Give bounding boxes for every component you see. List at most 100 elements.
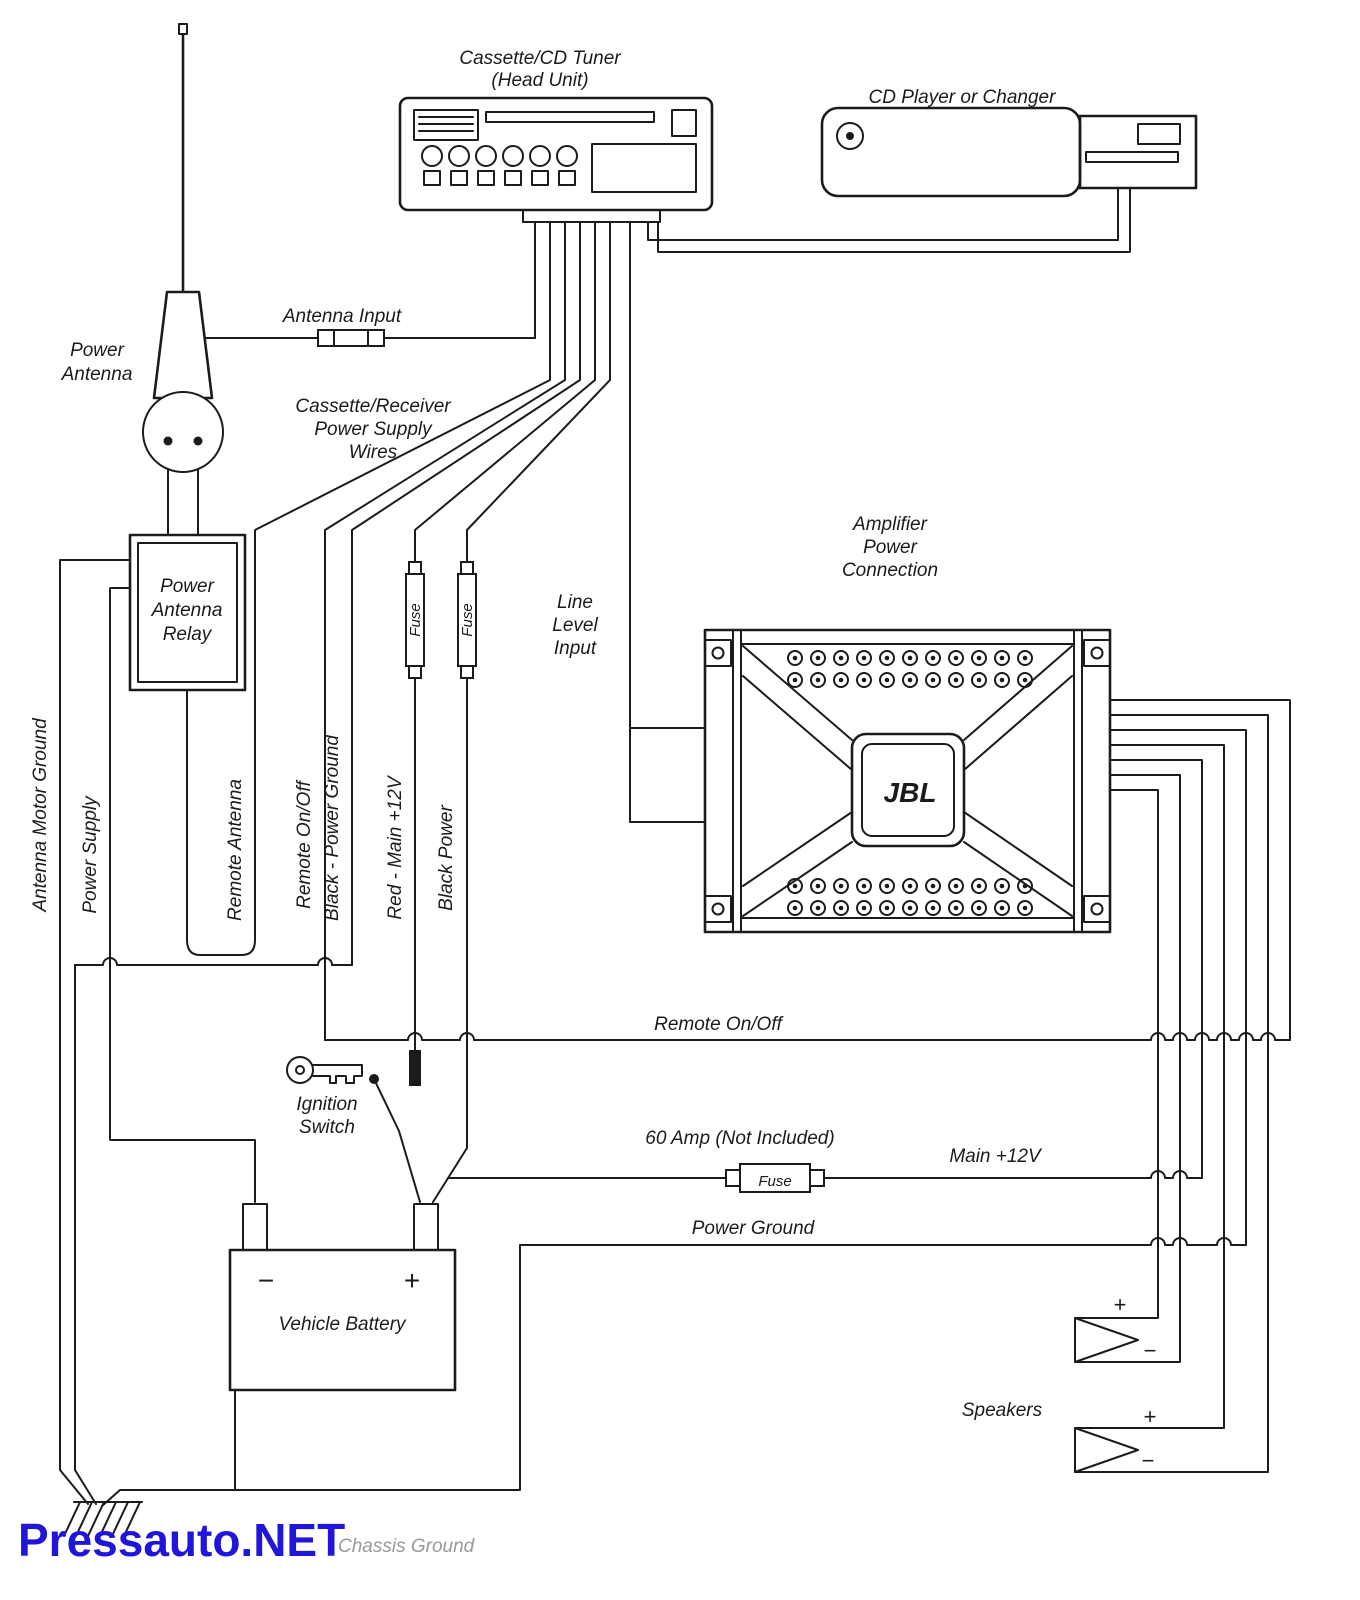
- wire-amp-remote: [1109, 699, 1291, 1041]
- speaker-2: [1074, 1427, 1139, 1473]
- cd-changer: [820, 106, 1198, 198]
- amplifier: JBL: [629, 628, 1112, 934]
- battery-post-minus: [242, 1203, 268, 1251]
- label-amplifier-2: Power: [863, 537, 918, 558]
- label-power-antenna-1: Power: [70, 340, 125, 361]
- ignition-switch: [286, 1050, 421, 1203]
- head-unit-display-right: [591, 143, 697, 193]
- chassis-ground-symbol: [63, 1501, 143, 1537]
- cd-changer-connector-box: [1078, 114, 1198, 190]
- antenna-terminal-right: [193, 436, 203, 446]
- label-wire-red-main-12v: Red - Main +12V: [385, 774, 406, 919]
- wire-ground-bus: [74, 957, 353, 966]
- label-head-unit-2: (Head Unit): [491, 70, 588, 91]
- label-wire-power-supply: Power Supply: [80, 795, 101, 914]
- speaker2-plus-sign: +: [1144, 1404, 1157, 1429]
- label-wire-antenna-motor-ground: Antenna Motor Ground: [30, 717, 51, 913]
- amp-line-input-bracket: [629, 727, 706, 823]
- label-power-ground: Power Ground: [692, 1218, 816, 1239]
- fuse-left-assembly: Fuse: [405, 561, 425, 679]
- wire-power-supply: [109, 587, 256, 1203]
- fuse-right-assembly: Fuse: [457, 561, 477, 679]
- battery-plus-sign: +: [404, 1265, 420, 1296]
- wire-remote-on-off: [324, 221, 566, 1041]
- antenna-base: [152, 290, 214, 400]
- wire-red-main-12v: [414, 221, 596, 1051]
- label-line-level-2: Level: [552, 615, 598, 636]
- label-wire-remote-antenna: Remote Antenna: [225, 779, 246, 921]
- antenna-terminal-left: [163, 436, 173, 446]
- label-line-level-3: Input: [554, 638, 597, 659]
- wire-changer-cable-2: [657, 187, 1131, 253]
- cd-changer-knob: [836, 122, 864, 150]
- label-antenna-input: Antenna Input: [282, 306, 402, 327]
- inline-fuse-60a: Fuse: [725, 1163, 825, 1193]
- wire-speaker2-plus: [1074, 744, 1225, 1429]
- head-unit-harness: [522, 209, 661, 223]
- head-unit-buttons: [423, 170, 576, 186]
- label-cassette-wires-3: Wires: [349, 442, 398, 463]
- label-wire-black-power: Black Power: [436, 805, 457, 911]
- label-power-antenna-2: Antenna: [61, 364, 133, 385]
- head-unit-body: [398, 96, 714, 212]
- wire-speaker1-plus: [1074, 789, 1159, 1319]
- relay-box-inner: [137, 542, 238, 683]
- label-remote-on-off-bus: Remote On/Off: [654, 1014, 783, 1035]
- label-ignition-2: Switch: [299, 1117, 355, 1138]
- label-cassette-wires-2: Power Supply: [314, 419, 433, 440]
- speaker-1: [1074, 1317, 1139, 1363]
- fuse-left-body: [405, 573, 425, 667]
- fuse-right-body: [457, 573, 477, 667]
- supply-wires: [186, 221, 631, 1203]
- amp-corner-screws: [704, 639, 1111, 923]
- amp-logo-plate: [850, 732, 966, 848]
- wire-main-12v-bus: [447, 1170, 1203, 1179]
- speaker2-minus-sign: −: [1142, 1448, 1155, 1473]
- amp-output-wires: [1074, 699, 1291, 1473]
- switch-contact: [409, 1050, 421, 1086]
- cd-changer-body: [820, 106, 1082, 198]
- wire-speaker1-minus: [1074, 774, 1181, 1363]
- amp-frame-lines: [732, 629, 1083, 933]
- wire-antenna-motor-ground: [59, 559, 131, 1505]
- watermark: Pressauto.NET: [18, 1514, 345, 1566]
- label-head-unit-1: Cassette/CD Tuner: [459, 48, 621, 69]
- head-unit-knobs: [421, 145, 578, 167]
- amp-terminals-top: [788, 651, 1032, 687]
- antenna-inline-fuse-caps: [333, 329, 369, 347]
- switch-arm: [373, 1078, 421, 1203]
- label-cd-player: CD Player or Changer: [869, 87, 1057, 108]
- wire-power-ground-bus: [101, 1237, 1247, 1507]
- antenna-tip: [178, 23, 188, 35]
- cd-changer-knob-dot: [846, 132, 854, 140]
- label-60amp: 60 Amp (Not Included): [645, 1128, 834, 1149]
- label-amplifier-1: Amplifier: [852, 514, 928, 535]
- label-relay-1: Power: [160, 576, 215, 597]
- wire-amp-ground: [1109, 729, 1247, 1246]
- label-fuse-inline: Fuse: [758, 1173, 791, 1190]
- wire-changer-cable-1: [647, 187, 1119, 241]
- antenna-motor: [142, 391, 224, 473]
- jbl-logo: JBL: [884, 777, 937, 808]
- power-antenna: [142, 23, 224, 536]
- amp-body: [703, 628, 1112, 934]
- head-unit-display-lines: [418, 116, 474, 132]
- speaker-2-cone: [1074, 1427, 1139, 1473]
- head-unit: [398, 96, 714, 223]
- label-wire-black-power-ground: Black - Power Ground: [322, 734, 343, 921]
- speaker-1-cone: [1074, 1317, 1139, 1363]
- label-fuse-left: Fuse: [407, 603, 424, 636]
- key-head: [286, 1056, 314, 1084]
- speaker1-plus-sign: +: [1114, 1292, 1127, 1317]
- wire-remote-on-off-bus: [324, 1032, 1291, 1041]
- head-unit-display-left: [413, 109, 479, 141]
- label-vehicle-battery: Vehicle Battery: [278, 1314, 407, 1335]
- wire-amp-main-12v: [1109, 759, 1203, 1179]
- amp-logo-plate-inner: [861, 743, 955, 837]
- label-main-12v: Main +12V: [949, 1146, 1043, 1167]
- wire-black-power-ground: [351, 221, 581, 966]
- vehicle-battery: [228, 1203, 457, 1491]
- battery-minus-sign: −: [258, 1265, 274, 1296]
- cd-changer-slot: [1085, 151, 1179, 163]
